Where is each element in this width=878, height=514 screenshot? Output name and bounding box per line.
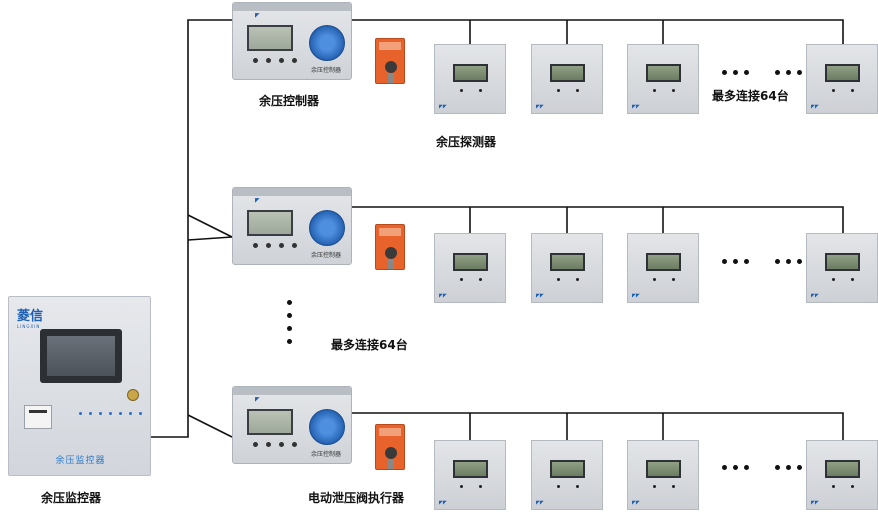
cabinet-panel-name: 余压监控器	[55, 456, 106, 466]
row1-bus	[352, 19, 844, 44]
ellipsis-icon	[722, 70, 802, 75]
controller-buttons	[253, 442, 297, 447]
detector-label: 余压探测器	[436, 135, 497, 149]
nav-pad-icon	[309, 25, 345, 61]
row3-tap-wire	[187, 414, 233, 438]
detector: ◤◤	[531, 233, 603, 303]
actuator	[375, 424, 405, 470]
detector: ◤◤	[627, 44, 699, 114]
vertical-ellipsis-icon	[287, 300, 292, 344]
max-detectors-label: 最多连接64台	[712, 89, 789, 103]
printer	[24, 405, 52, 429]
controller-panel-name: 余压控制器	[311, 67, 342, 74]
max-controllers-label: 最多连接64台	[331, 338, 408, 352]
row2-bus	[352, 206, 844, 235]
controller-lcd	[247, 210, 293, 236]
monitor-cabinet: 菱信 LINGXIN 余压监控器	[8, 296, 151, 476]
indicator-leds	[79, 412, 142, 415]
controller-panel-name: 余压控制器	[311, 252, 342, 259]
row2-tap-wire	[187, 214, 233, 238]
controller-logo: ◤	[255, 396, 260, 403]
controller-buttons	[253, 58, 297, 63]
detector: ◤◤	[434, 233, 506, 303]
touch-screen	[40, 329, 122, 383]
nav-pad-icon	[309, 210, 345, 246]
controller-lcd	[247, 409, 293, 435]
ellipsis-icon	[722, 259, 802, 264]
detector: ◤◤	[627, 233, 699, 303]
trunk-wire	[150, 19, 232, 438]
row2-tap-wire-b	[187, 236, 233, 241]
detector: ◤◤	[531, 440, 603, 510]
detector: ◤◤	[806, 233, 878, 303]
row3-bus	[352, 412, 844, 442]
controller-label: 余压控制器	[259, 94, 320, 108]
controller-unit: ◤ 余压控制器	[232, 386, 352, 464]
detector: ◤◤	[531, 44, 603, 114]
detector: ◤◤	[806, 44, 878, 114]
ellipsis-icon	[722, 465, 802, 470]
brand-logo: 菱信 LINGXIN	[17, 305, 43, 329]
controller-buttons	[253, 243, 297, 248]
controller-panel-name: 余压控制器	[311, 451, 342, 458]
brand-sub: LINGXIN	[17, 324, 41, 329]
controller-logo: ◤	[255, 12, 260, 19]
detector: ◤◤	[434, 44, 506, 114]
actuator	[375, 38, 405, 84]
key-lock-icon	[127, 389, 139, 401]
monitor-label: 余压监控器	[41, 491, 102, 505]
controller-logo: ◤	[255, 197, 260, 204]
nav-pad-icon	[309, 409, 345, 445]
controller-unit: ◤ 余压控制器	[232, 2, 352, 80]
controller-lcd	[247, 25, 293, 51]
detector: ◤◤	[434, 440, 506, 510]
controller-unit: ◤ 余压控制器	[232, 187, 352, 265]
actuator	[375, 224, 405, 270]
brand-name: 菱信	[17, 309, 44, 324]
actuator-label: 电动泄压阀执行器	[308, 491, 405, 505]
detector: ◤◤	[806, 440, 878, 510]
detector: ◤◤	[627, 440, 699, 510]
